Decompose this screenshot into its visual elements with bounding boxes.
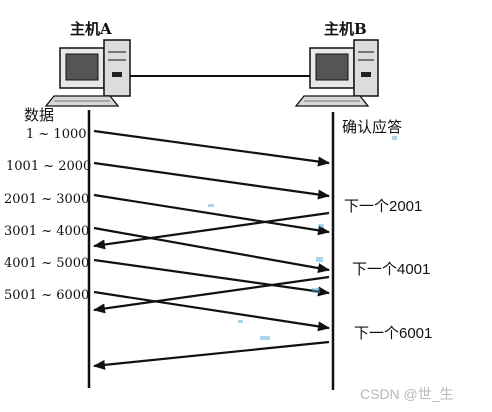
host-b-computer-icon [294,39,379,107]
data-arrow [93,193,330,236]
host-a-label: 主机A [70,20,112,38]
segment-label: 4001 ~ 5000 [4,256,89,271]
ack-arrow [93,275,330,314]
ack-label-bg [340,193,438,217]
ack-label: 下一个2001 [344,198,422,215]
host-a-computer-icon [44,39,131,107]
segment-label: 1001 ~ 2000 [6,159,91,174]
ack-label: 下一个4001 [352,261,430,278]
ack-label-bg [350,320,448,344]
ack-label: 下一个6001 [354,325,432,342]
data-arrow [93,161,330,200]
segment-label: 5001 ~ 6000 [4,288,89,303]
data-header: 数据 [24,106,54,124]
data-arrow [93,226,330,273]
ack-header: 确认应答 [342,118,402,136]
ack-arrow [93,211,330,250]
segment-label: 3001 ~ 4000 [4,224,89,239]
host-b-label: 主机B [324,20,367,38]
data-arrow [93,129,330,167]
data-arrow [93,290,330,332]
ack-label-bg [348,256,446,280]
segment-label: 2001 ~ 3000 [4,192,89,207]
scan-marks [208,136,397,340]
segment-label: 1 ~ 1000 [26,127,87,142]
watermark: CSDN @世_生 [360,386,454,402]
ack-arrow [93,340,330,370]
data-arrow [93,258,330,297]
